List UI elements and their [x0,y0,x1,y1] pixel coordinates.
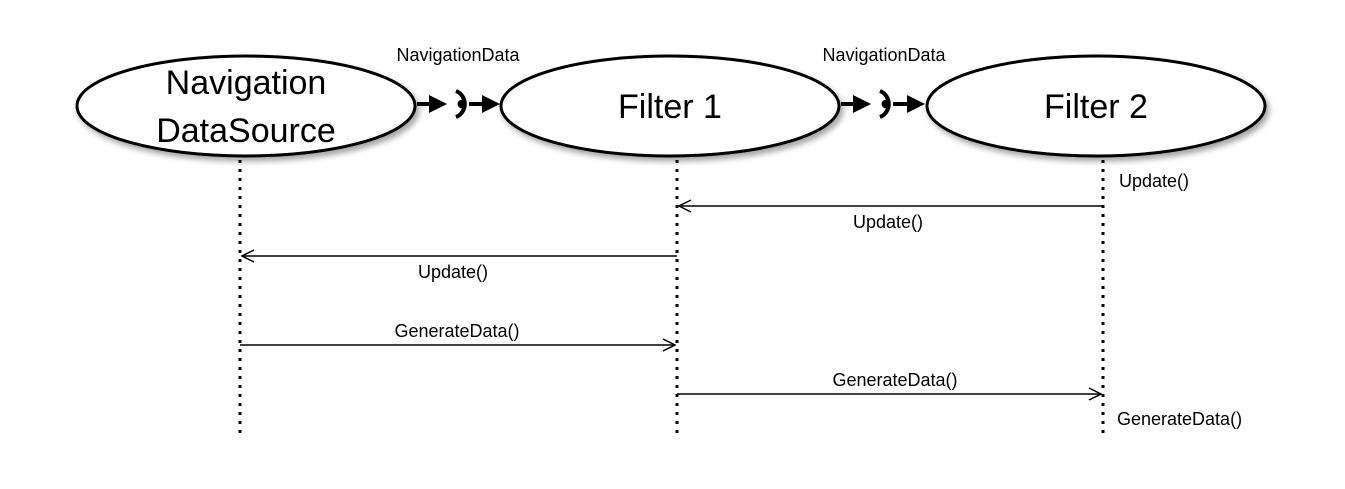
node-filter-2: Filter 2 [925,54,1267,158]
connector-source-filter1: NavigationData [396,45,521,119]
node-source-line1: Navigation [166,64,327,102]
message-f1-to-f2-generate-label: GenerateData() [832,370,957,390]
node-filter2-label: Filter 2 [1044,88,1148,126]
message-src-to-f1-generate-label: GenerateData() [394,321,519,341]
connector-left-label: NavigationData [396,45,520,65]
node-navigation-datasource: Navigation DataSource [75,54,417,158]
message-self-generate-label: GenerateData() [1117,409,1242,429]
message-f2-to-f1-update: Update() [679,206,1103,232]
message-src-to-f1-generate: GenerateData() [240,321,675,345]
message-f2-to-f1-update-label: Update() [853,212,923,232]
message-f1-to-f2-generate: GenerateData() [677,370,1101,394]
node-filter1-label: Filter 1 [618,88,722,126]
message-self-update-label: Update() [1119,171,1189,191]
message-f1-to-src-update: Update() [242,256,677,282]
node-filter-1: Filter 1 [499,54,841,158]
message-f1-to-src-update-label: Update() [418,262,488,282]
connector-filter1-filter2: NavigationData [822,45,947,119]
node-source-line2: DataSource [156,112,336,150]
connector-right-label: NavigationData [822,45,946,65]
